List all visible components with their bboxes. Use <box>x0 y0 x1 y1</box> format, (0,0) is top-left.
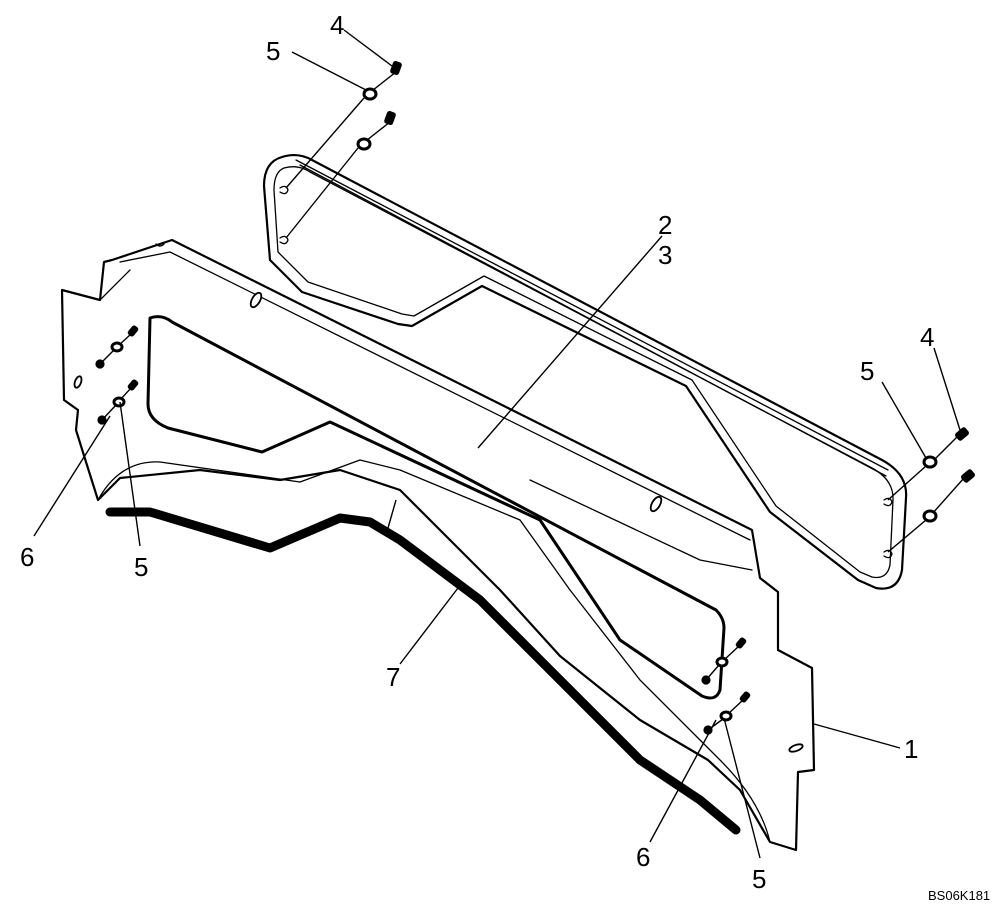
callout-5-left: 5 <box>134 552 148 582</box>
callout-2: 2 <box>658 210 672 240</box>
callout-4-right: 4 <box>920 322 934 352</box>
seal-strip-part <box>105 507 741 835</box>
callout-6-bottom: 6 <box>636 842 650 872</box>
callout-6-left: 6 <box>20 542 34 572</box>
drawing-code: BS06K181 <box>928 888 990 903</box>
callout-5-right: 5 <box>860 356 874 386</box>
callout-3: 3 <box>658 240 672 270</box>
callout-leaders <box>33 29 961 859</box>
callout-5-top: 5 <box>266 36 280 66</box>
upper-left-hardware <box>285 60 402 239</box>
panel-part <box>60 238 816 852</box>
left-panel-hardware <box>95 325 139 425</box>
callout-1: 1 <box>904 734 918 764</box>
callout-7: 7 <box>386 662 400 692</box>
callout-5-bottom: 5 <box>752 864 766 894</box>
callout-4-top: 4 <box>330 10 344 40</box>
upper-right-hardware <box>887 427 975 553</box>
callout-labels: 4 5 2 3 4 5 1 7 6 5 6 5 <box>20 10 934 894</box>
right-panel-hardware <box>701 637 751 735</box>
